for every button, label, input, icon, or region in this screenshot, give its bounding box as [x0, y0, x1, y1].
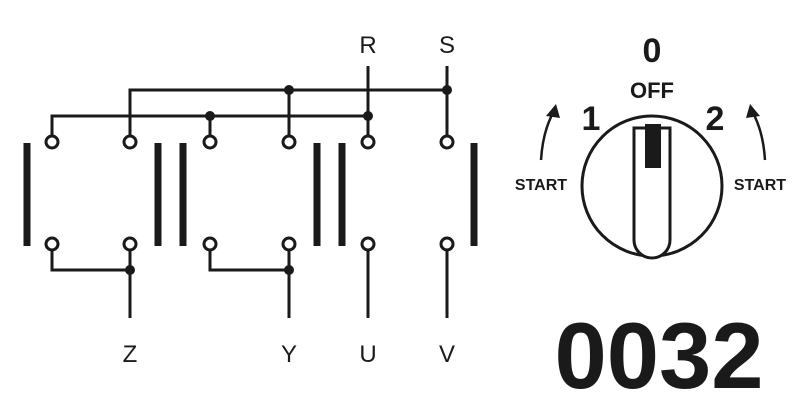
bus-r	[50, 114, 368, 140]
terminal-circle	[122, 134, 138, 150]
switch-position-1: 1	[582, 100, 601, 138]
terminal-circle	[439, 134, 455, 150]
rotary-switch	[580, 114, 724, 260]
start-label-left: START	[515, 177, 567, 194]
terminal-circle	[439, 236, 455, 252]
terminal-circle	[202, 236, 218, 252]
terminal-label-r: R	[359, 32, 376, 59]
switch-position-0: 0	[643, 32, 662, 70]
switch-pointer	[645, 124, 661, 168]
terminal-label-v: V	[439, 341, 455, 368]
junction-dot	[363, 111, 373, 121]
terminal-label-z: Z	[123, 341, 138, 368]
switch-off-label: OFF	[630, 78, 674, 103]
terminal-label-u: U	[359, 341, 376, 368]
junction-dot	[125, 265, 135, 275]
terminal-circle	[360, 134, 376, 150]
terminal-label-y: Y	[281, 341, 297, 368]
arrow-head-icon	[746, 104, 760, 118]
junction-dot	[284, 265, 294, 275]
junction-dot	[442, 85, 452, 95]
start-label-right: START	[734, 177, 786, 194]
model-number: 0032	[554, 303, 763, 408]
bus-s	[128, 88, 447, 140]
terminal-circle	[360, 236, 376, 252]
terminal-circle	[44, 134, 60, 150]
junction-dot	[284, 85, 294, 95]
junction-dot	[205, 111, 215, 121]
terminal-circle	[44, 236, 60, 252]
bridge-left	[50, 244, 130, 272]
terminal-circle	[202, 134, 218, 150]
arrow-head-icon	[546, 104, 560, 118]
terminal-circle	[281, 236, 297, 252]
terminal-label-s: S	[439, 32, 455, 59]
terminal-circle	[281, 134, 297, 150]
terminal-circle	[122, 236, 138, 252]
bridge-middle	[208, 244, 289, 272]
switch-position-2: 2	[706, 100, 725, 138]
